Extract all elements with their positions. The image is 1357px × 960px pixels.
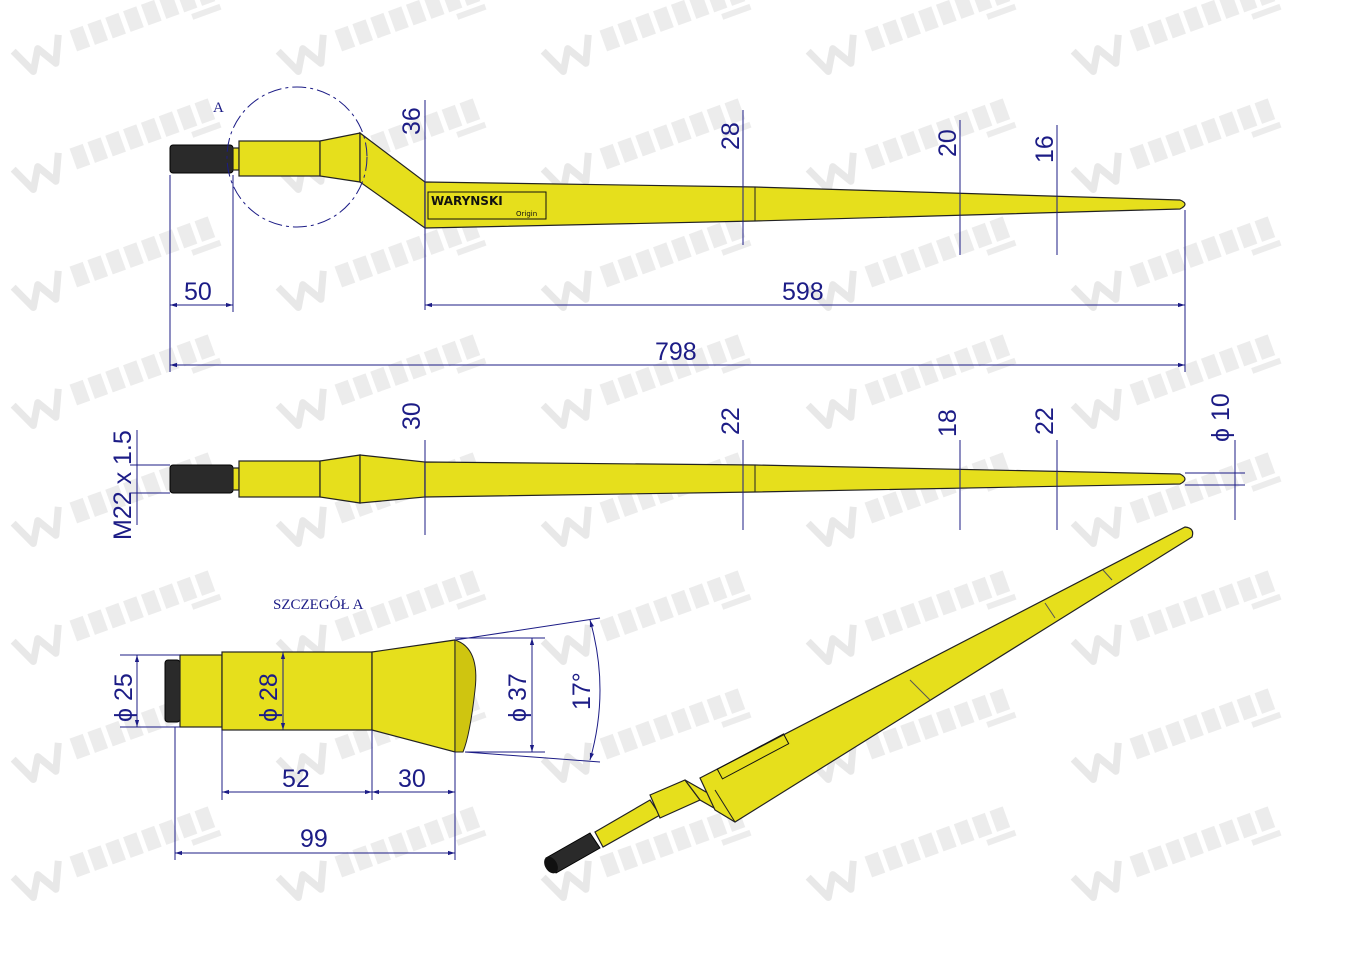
dim-thread: M22 x 1.5 [109, 430, 137, 540]
dim-99: 99 [300, 825, 328, 853]
watermark-logo [540, 688, 752, 784]
watermark-logo [805, 98, 1017, 194]
dim-tip-diameter: ϕ 10 [1207, 393, 1235, 442]
watermark-layer [10, 0, 1282, 902]
watermark-logo [540, 806, 752, 902]
watermark-logo [10, 0, 222, 76]
tine [424, 181, 1186, 229]
watermark-logo [805, 0, 1017, 76]
watermark-logo [1070, 334, 1282, 430]
dim-36: 36 [398, 107, 426, 135]
watermark-logo [1070, 0, 1282, 76]
dim-20: 20 [934, 129, 962, 157]
dim-angle: 17° [568, 672, 596, 710]
dim-798: 798 [655, 338, 697, 366]
engraving-box [427, 191, 547, 220]
dim-52: 52 [282, 765, 310, 793]
shank [238, 460, 321, 498]
dim-d37: ϕ 37 [504, 673, 532, 722]
watermark-logo [1070, 452, 1282, 548]
watermark-logo [540, 0, 752, 76]
watermark-logo [540, 98, 752, 194]
collar [179, 654, 223, 728]
watermark-logo [805, 570, 1017, 666]
watermark-logo [10, 570, 222, 666]
watermark-logo [1070, 98, 1282, 194]
detail-marker: A [213, 100, 224, 116]
shank [238, 140, 321, 177]
dim-16: 16 [1031, 135, 1059, 163]
watermark-logo [275, 0, 487, 76]
watermark-logo [805, 334, 1017, 430]
dim-18: 18 [934, 409, 962, 437]
dim-d28: ϕ 28 [255, 673, 283, 722]
detail-circle [226, 86, 368, 228]
dim-30: 30 [398, 402, 426, 430]
watermark-logo [1070, 216, 1282, 312]
dim-d25: ϕ 25 [110, 673, 138, 722]
watermark-logo [1070, 688, 1282, 784]
watermark-logo [805, 216, 1017, 312]
cone [319, 132, 361, 183]
watermark-logo [805, 806, 1017, 902]
thread-end [169, 464, 234, 494]
dim-22b: 22 [1031, 407, 1059, 435]
engraving-brand: WARYNSKI [431, 194, 503, 208]
top-view: WARYNSKI Origin A 36 28 20 16 50 598 798 [169, 86, 1186, 372]
thread-end [169, 144, 234, 174]
watermark-logo [10, 98, 222, 194]
engraving-sub: Origin [516, 210, 537, 218]
detail-a: SZCZEGÓŁ A ϕ 25 ϕ 28 ϕ 37 17° 52 30 99 [110, 596, 601, 860]
watermark-logo [275, 334, 487, 430]
side-view: 30 22 18 22 ϕ 10 M22 x 1.5 [109, 393, 1245, 540]
dim-22a: 22 [717, 407, 745, 435]
watermark-logo [10, 334, 222, 430]
iso-shank [594, 799, 661, 848]
iso-tine [699, 526, 1194, 823]
watermark-logo [540, 570, 752, 666]
watermark-logo [10, 806, 222, 902]
watermark-logo [275, 570, 487, 666]
watermark-logo [275, 216, 487, 312]
dim-50: 50 [184, 278, 212, 306]
watermark-logo [10, 216, 222, 312]
watermark-logo [1070, 806, 1282, 902]
watermark-logo [275, 806, 487, 902]
tine [424, 461, 1186, 498]
shank [221, 651, 373, 731]
dim-28: 28 [717, 122, 745, 150]
isometric-view [544, 526, 1194, 874]
shank-collar [232, 147, 240, 171]
watermark-logo [540, 216, 752, 312]
dim-30-detail: 30 [398, 765, 426, 793]
detail-title: SZCZEGÓŁ A [273, 596, 364, 613]
bend [359, 131, 426, 230]
dim-598: 598 [782, 278, 824, 306]
watermark-logo [1070, 570, 1282, 666]
